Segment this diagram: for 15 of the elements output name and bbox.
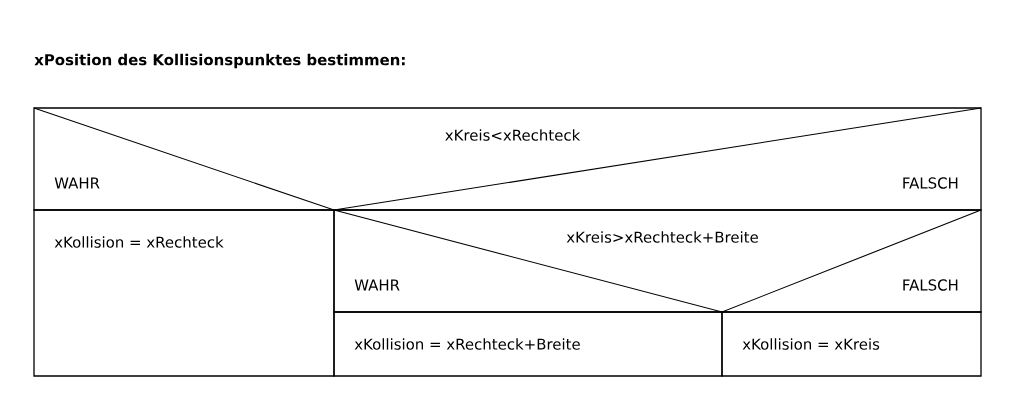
statement-box bbox=[33, 209, 335, 377]
condition-block bbox=[33, 107, 982, 211]
condition-text: xKreis>xRechteck+Breite bbox=[566, 231, 758, 243]
statement-box bbox=[333, 311, 723, 377]
statement-text: xKollision = xRechteck+Breite bbox=[354, 338, 580, 350]
statement-text: xKollision = xKreis bbox=[742, 338, 880, 350]
condition-text: xKreis<xRechteck bbox=[445, 129, 581, 141]
branch-label: WAHR bbox=[54, 177, 100, 189]
branch-label: WAHR bbox=[354, 279, 400, 291]
statement-box bbox=[721, 311, 982, 377]
condition-block bbox=[333, 209, 982, 313]
statement-text: xKollision = xRechteck bbox=[54, 236, 224, 248]
branch-label: FALSCH bbox=[903, 177, 958, 189]
branch-label: FALSCH bbox=[903, 279, 958, 291]
title: xPosition des Kollisionspunktes bestimmen: bbox=[34, 53, 405, 69]
